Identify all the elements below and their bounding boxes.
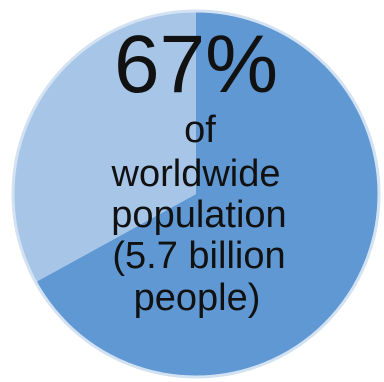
pie-slice-1 xyxy=(35,11,379,377)
pie-slices xyxy=(11,9,381,379)
percentage-label: 67% xyxy=(114,19,278,110)
pie-outline xyxy=(11,9,381,379)
caption-line-3: population xyxy=(111,194,286,236)
pie-slice-2 xyxy=(13,11,197,283)
caption-line-2: worldwide xyxy=(111,153,281,195)
pie-labels: 67% of worldwide population (5.7 billion… xyxy=(111,19,287,319)
caption-line-5: people) xyxy=(134,277,261,319)
caption-line-4: (5.7 billion xyxy=(112,235,285,277)
caption-line-1: of xyxy=(184,109,216,151)
